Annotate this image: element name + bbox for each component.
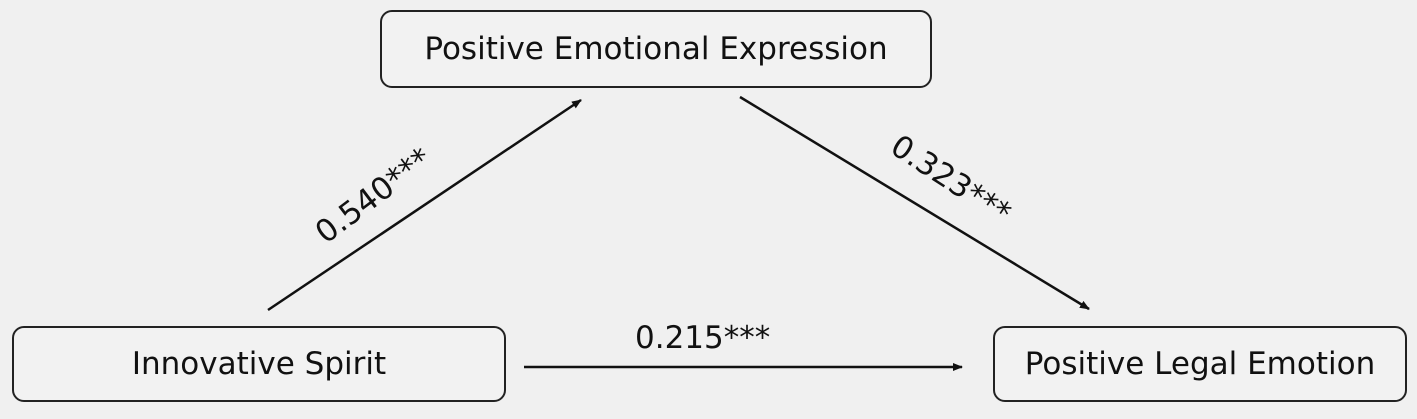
- node-positive-emotional-expression: Positive Emotional Expression: [380, 10, 932, 88]
- arrow-mediator-to-outcome: [739, 95, 1090, 311]
- arrow-predictor-to-mediator: [267, 98, 582, 312]
- node-innovative-spirit: Innovative Spirit: [12, 326, 506, 402]
- coefficient-path-c: 0.215***: [635, 320, 771, 356]
- node-label-mediator: Positive Emotional Expression: [424, 31, 888, 67]
- node-label-predictor: Innovative Spirit: [131, 346, 387, 382]
- node-label-outcome: Positive Legal Emotion: [1024, 346, 1376, 382]
- node-positive-legal-emotion: Positive Legal Emotion: [993, 326, 1407, 402]
